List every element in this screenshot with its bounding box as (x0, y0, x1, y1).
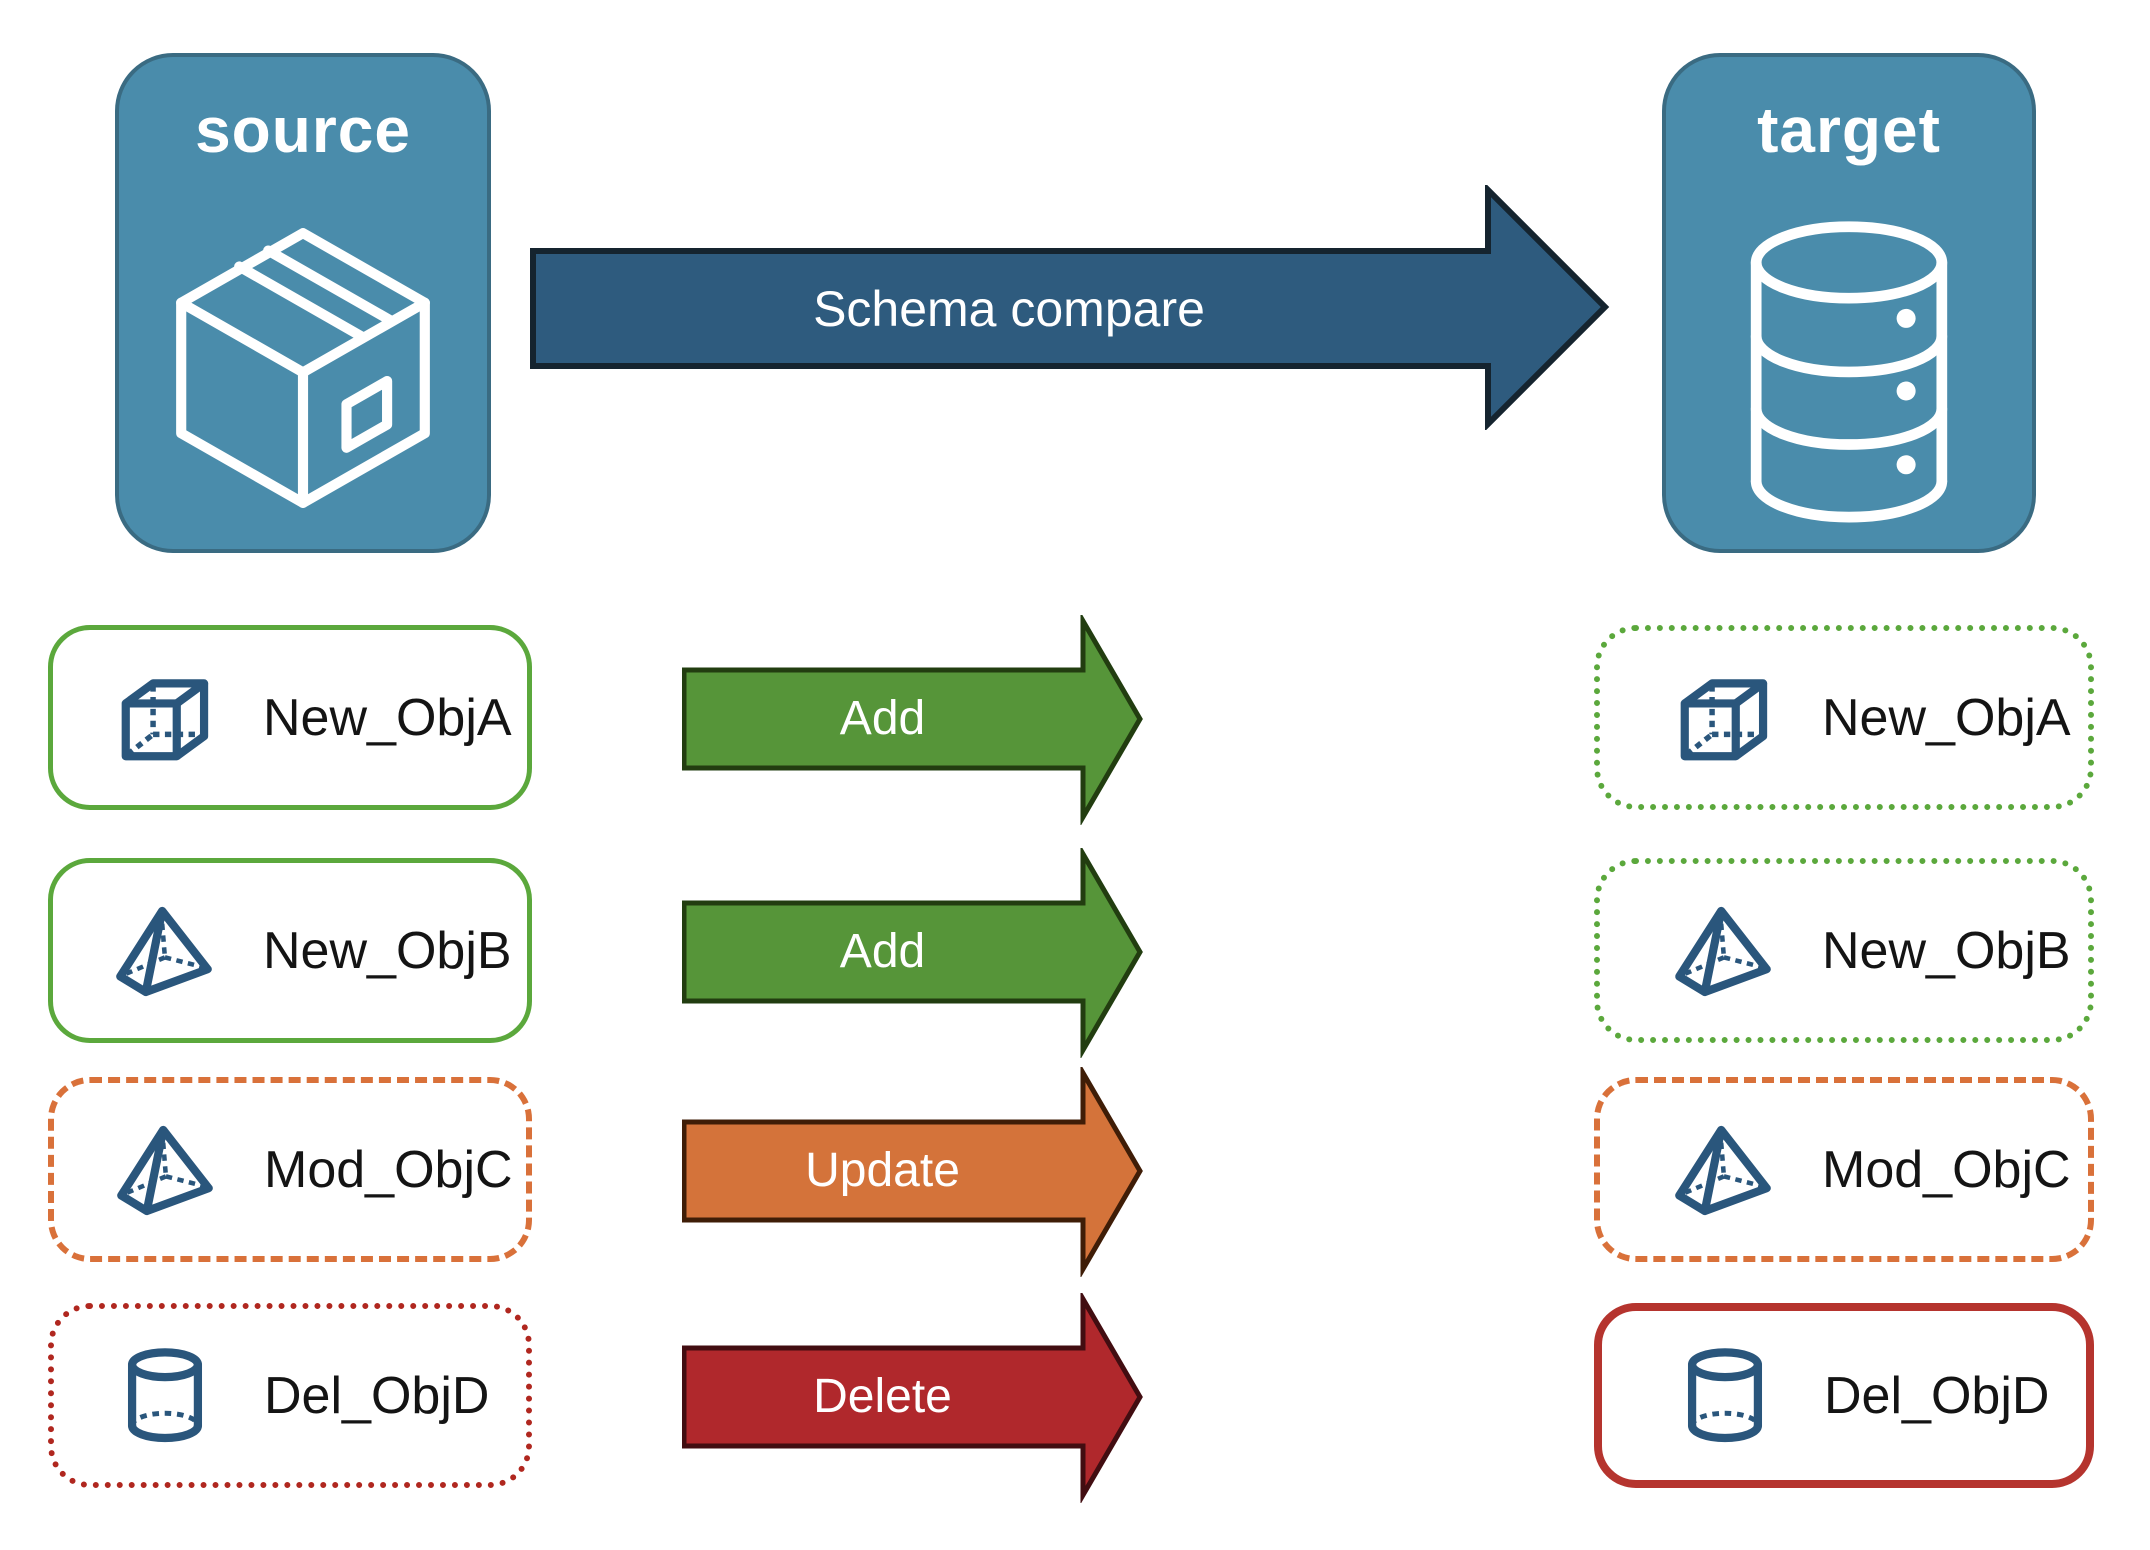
pyramid-icon (1672, 900, 1774, 1002)
target-node-title: target (1757, 94, 1941, 166)
pyramid-icon (1672, 1119, 1774, 1221)
source-object-box-del-objd: Del_ObjD (48, 1303, 532, 1488)
target-object-label: Del_ObjD (1824, 1366, 2050, 1425)
pyramid-icon (114, 1119, 216, 1221)
delete-arrow: Delete (682, 1293, 1145, 1503)
source-object-box-new-objb: New_ObjB (48, 858, 532, 1043)
source-object-label: New_ObjB (263, 921, 512, 980)
database-icon (1730, 197, 1968, 535)
target-object-box-mod-objc: Mod_ObjC (1594, 1077, 2094, 1262)
add-arrow-label: Add (839, 692, 926, 745)
schema-compare-arrow: Schema compare (530, 185, 1610, 430)
source-object-label: New_ObjA (263, 688, 512, 747)
add-arrow-label: Add (839, 925, 926, 978)
target-object-label: New_ObjA (1822, 688, 2071, 747)
target-object-label: New_ObjB (1822, 921, 2071, 980)
cylinder-icon (1674, 1345, 1776, 1447)
source-object-label: Mod_ObjC (264, 1140, 513, 1199)
target-object-box-new-objb: New_ObjB (1594, 858, 2094, 1043)
object-row-new-objb: New_ObjB Add (0, 848, 2150, 1073)
target-object-box-del-objd: Del_ObjD (1594, 1303, 2094, 1488)
source-node-title: source (195, 94, 411, 166)
delete-arrow-label: Delete (813, 1370, 952, 1423)
update-arrow: Update (682, 1067, 1145, 1277)
cube-icon (1672, 667, 1774, 769)
source-object-box-new-obja: New_ObjA (48, 625, 532, 810)
source-object-box-mod-objc: Mod_ObjC (48, 1077, 532, 1262)
cylinder-icon (114, 1345, 216, 1447)
source-node: source (115, 53, 491, 553)
object-row-del-objd: Del_ObjD Delete (0, 1293, 2150, 1518)
target-object-label: Mod_ObjC (1822, 1140, 2071, 1199)
update-arrow-label: Update (805, 1144, 960, 1197)
target-node: target (1662, 53, 2036, 553)
package-icon (158, 209, 448, 527)
object-row-mod-objc: Mod_ObjC Update (0, 1067, 2150, 1292)
add-arrow: Add (682, 848, 1145, 1058)
object-row-new-obja: New_ObjA Add (0, 615, 2150, 840)
cube-icon (113, 667, 215, 769)
pyramid-icon (113, 900, 215, 1002)
add-arrow: Add (682, 615, 1145, 825)
schema-compare-label: Schema compare (813, 280, 1205, 337)
source-object-label: Del_ObjD (264, 1366, 490, 1425)
target-object-box-new-obja: New_ObjA (1594, 625, 2094, 810)
